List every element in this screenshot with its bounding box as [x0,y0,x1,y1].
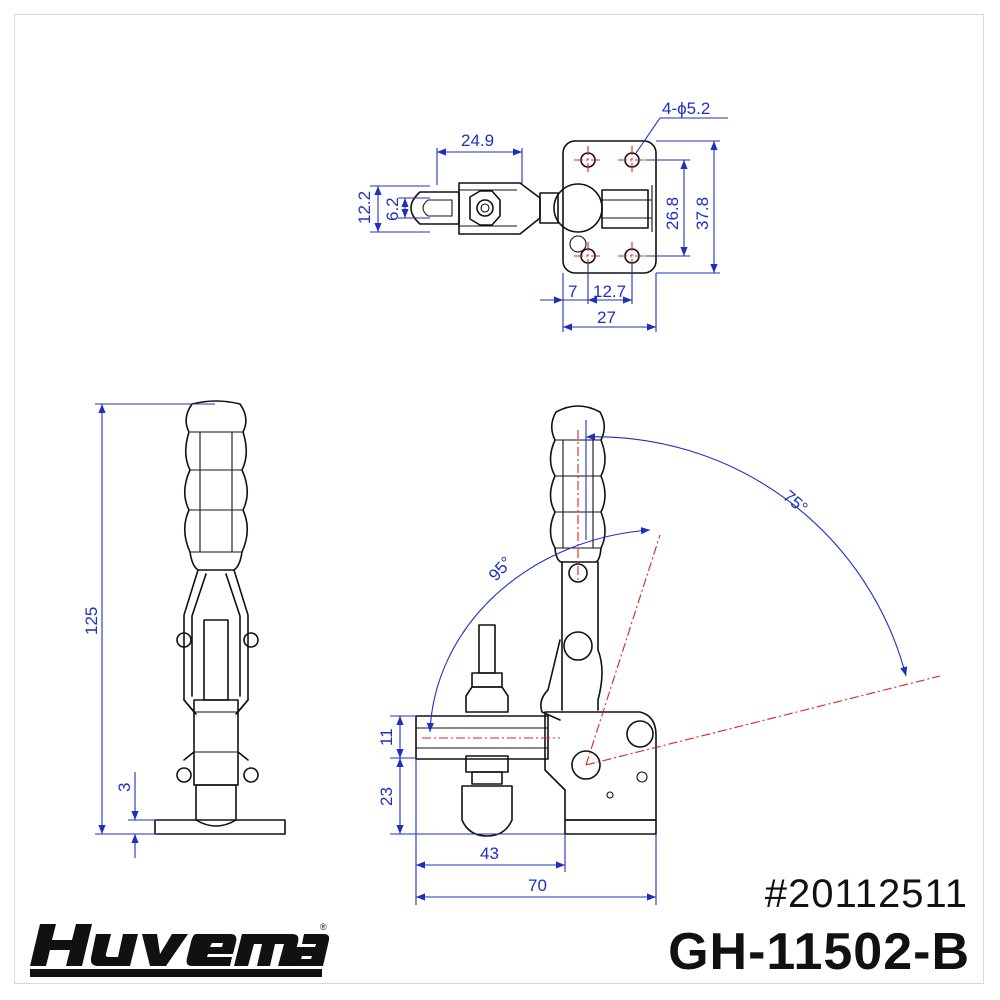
top-view [410,140,657,274]
dim-open-angle-handle: 75° [779,487,811,518]
dim-spindle-width-inner: 6.2 [383,197,402,221]
mounting-holes [574,146,646,270]
catalog-number: #20112511 [764,872,968,916]
dim-edge-to-hole: 7 [568,282,577,301]
top-view-dimensions: 24.9 12.2 6.2 4-ϕ5.2 26.8 37.8 7 12.7 [355,99,728,332]
model-number: GH-11502-B [668,923,970,981]
dim-reach: 43 [480,844,499,863]
dim-overall-height: 125 [82,607,101,635]
dim-hole-spacing-x: 12.7 [593,282,626,301]
dim-spindle-width-outer: 12.2 [355,191,374,224]
dim-overall-length: 70 [528,876,547,895]
dim-spindle-length: 24.9 [461,131,494,150]
dim-open-angle-arm: 95° [485,553,516,585]
huvema-logo: ® [30,922,330,977]
trademark-symbol: ® [320,922,327,932]
dim-arm-thickness: 11 [377,728,396,746]
front-view [154,400,286,835]
dim-base-width: 27 [597,308,616,327]
page-border [14,14,984,984]
dim-hole-spacing-y: 26.8 [663,197,682,230]
side-view [415,405,941,837]
dim-arm-height: 23 [377,787,396,806]
dim-hole-spec: 4-ϕ5.2 [662,99,710,118]
dim-base-length: 37.8 [693,197,712,230]
side-view-dimensions: 95° 75° 11 23 43 70 [377,420,908,905]
front-view-dimensions: 125 3 [82,403,215,858]
dim-base-thickness: 3 [115,783,134,792]
